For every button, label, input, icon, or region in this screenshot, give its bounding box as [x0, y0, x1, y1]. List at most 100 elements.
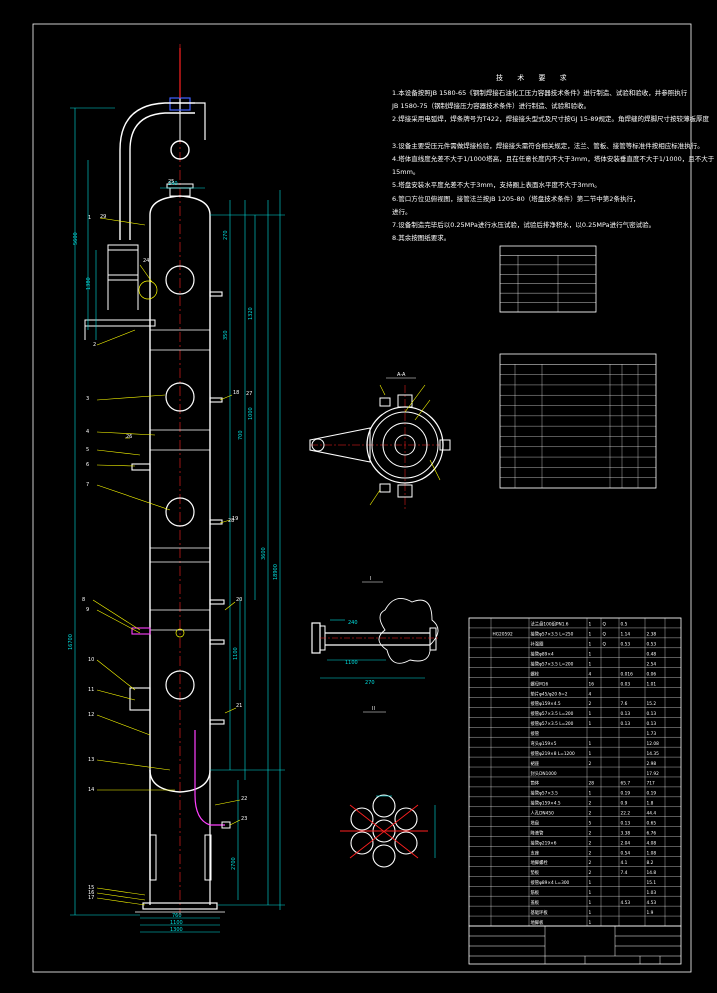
parts-list-cell: 螺栓 [531, 670, 540, 677]
parts-list-cell: 1 [589, 711, 592, 717]
parts-list-cell: 3.38 [621, 830, 631, 836]
part-labels: 1234567891011121314151617181920212223242… [82, 179, 252, 901]
part-number-label: 6 [86, 462, 89, 468]
trays [150, 329, 210, 631]
design-data-table [499, 245, 597, 313]
parts-list-cell: 筒体 [531, 780, 540, 787]
part-number-label: 27 [246, 391, 252, 397]
side-nozzles [129, 291, 225, 725]
parts-list-cell: 裙座 [531, 760, 540, 767]
bottom-head [149, 769, 211, 793]
parts-list-cell: 接管φ159×4.5 [531, 800, 561, 807]
parts-list-cell: 0.13 [621, 820, 631, 826]
parts-list-cell: 4.53 [621, 900, 631, 906]
parts-list-cell: 4 [589, 671, 592, 677]
dim-base-3: 1300 [170, 927, 183, 933]
dim-base-2: 1100 [170, 920, 183, 926]
dim-r4: 1320 [248, 307, 254, 320]
parts-list-cell: 0.53 [647, 642, 657, 648]
parts-list-cell: 盖板 [531, 899, 540, 906]
parts-list-cell: 接管φ89×4 [531, 651, 554, 658]
part-number-label: 10 [88, 657, 94, 663]
base-ring [142, 902, 218, 910]
parts-list-cell: 人孔DN450 [531, 810, 555, 817]
requirement-line: JB 1580-75（钢制焊接压力容器技术条件）进行制造、试验和验收。 [392, 102, 591, 111]
part-number-label: 7 [86, 482, 89, 488]
parts-list-cell: 接管φ57×3.5 L=200 [531, 710, 574, 717]
part-number-label: 23 [241, 816, 247, 822]
parts-list-cell: 2 [589, 840, 592, 846]
parts-list-cell: 1 [589, 791, 592, 797]
part-number-label: 21 [236, 703, 242, 709]
requirement-line: 进行。 [392, 207, 412, 216]
part-number-label: 26 [126, 434, 132, 440]
dim-r2: 350 [223, 330, 229, 340]
parts-list-cell: 0.65 [647, 820, 657, 826]
part-number-label: 4 [86, 429, 89, 435]
parts-list-cell: 1 [589, 741, 592, 747]
parts-list-cell: 1 [589, 632, 592, 638]
parts-list-cell: 2.04 [621, 840, 631, 846]
svg-text:1100: 1100 [345, 660, 358, 666]
parts-list-cell: 1 [589, 890, 592, 896]
parts-list-cell: 1 [589, 880, 592, 886]
part-number-label: 28 [228, 518, 234, 524]
requirement-line: 15mm。 [392, 168, 420, 177]
requirement-line: 1.本设备按照JB 1580-65《钢制焊接石油化工压力容器技术条件》进行制造、… [392, 89, 688, 97]
parts-list-cell: 1.73 [647, 731, 657, 737]
parts-list-cell: 2 [589, 761, 592, 767]
parts-list-cell: 0.19 [647, 791, 657, 797]
part-number-label: 12 [88, 712, 94, 718]
requirement-line: 6.管口方位见俯视图，接管法兰按JB 1205-80（塔盘技术条件）第二节中第2… [392, 194, 640, 203]
parts-list-cell: 65.7 [621, 781, 631, 787]
parts-list-cell: 螺母M16 [531, 680, 549, 687]
dimensions-left [70, 107, 220, 933]
parts-list-cell: 0.13 [647, 711, 657, 717]
manways [165, 265, 195, 700]
parts-list-cell: 0.53 [621, 642, 631, 648]
platforms [84, 244, 156, 340]
parts-list-cell: 法兰盘100组PN1.6 [531, 621, 569, 628]
parts-list-cell: 0.016 [621, 671, 634, 677]
parts-list-cell: 28 [589, 781, 595, 787]
parts-list-cell: 1 [589, 622, 592, 628]
parts-list-cell: 2 [589, 801, 592, 807]
part-number-label: 1 [88, 215, 91, 221]
parts-list-cell: 2 [589, 811, 592, 817]
parts-list-cell: 44.4 [647, 811, 657, 817]
dim-r1: 270 [223, 230, 229, 240]
parts-list-cell: 2.98 [647, 761, 657, 767]
parts-list-cell: 8.2 [647, 860, 654, 866]
dim-total: 18900 [273, 564, 279, 580]
svg-text:270: 270 [365, 680, 375, 686]
dim-r8: 2700 [231, 857, 237, 870]
parts-list-cell: 降液管 [531, 829, 545, 836]
parts-list-cell: 4 [589, 691, 592, 697]
parts-list-cell: 0.13 [647, 721, 657, 727]
parts-list-cell: 1 [589, 920, 592, 926]
parts-list-cell: 垫板 [531, 869, 540, 876]
part-number-label: 2 [93, 342, 96, 348]
part-number-label: 13 [88, 757, 94, 763]
parts-list-cell: 0.06 [647, 671, 657, 677]
parts-list-cell: 2 [589, 860, 592, 866]
part-number-label: 11 [88, 687, 94, 693]
dim-platform: 1380 [86, 277, 92, 290]
parts-list-cell: 1.8 [647, 801, 654, 807]
parts-list-cell: 1 [589, 751, 592, 757]
section-a-a-label: A-A [397, 372, 406, 378]
draw-off-pipe [194, 730, 225, 826]
parts-list-cell: 1 [589, 642, 592, 648]
parts-list-cell: 接管φ89×4 L=300 [531, 879, 570, 886]
parts-list-cell: 接管 [531, 730, 540, 737]
part-number-label: 15 [88, 885, 94, 891]
parts-list-cell: 1 [589, 910, 592, 916]
part-number-label: 5 [86, 447, 89, 453]
parts-list-cell: 14.35 [647, 751, 660, 757]
detail-ii-label: II [372, 706, 375, 712]
part-number-label: 14 [88, 787, 94, 793]
parts-list-cell: 0.13 [621, 711, 631, 717]
part-number-label: 18 [233, 390, 239, 396]
detail-ii: II [340, 706, 436, 868]
